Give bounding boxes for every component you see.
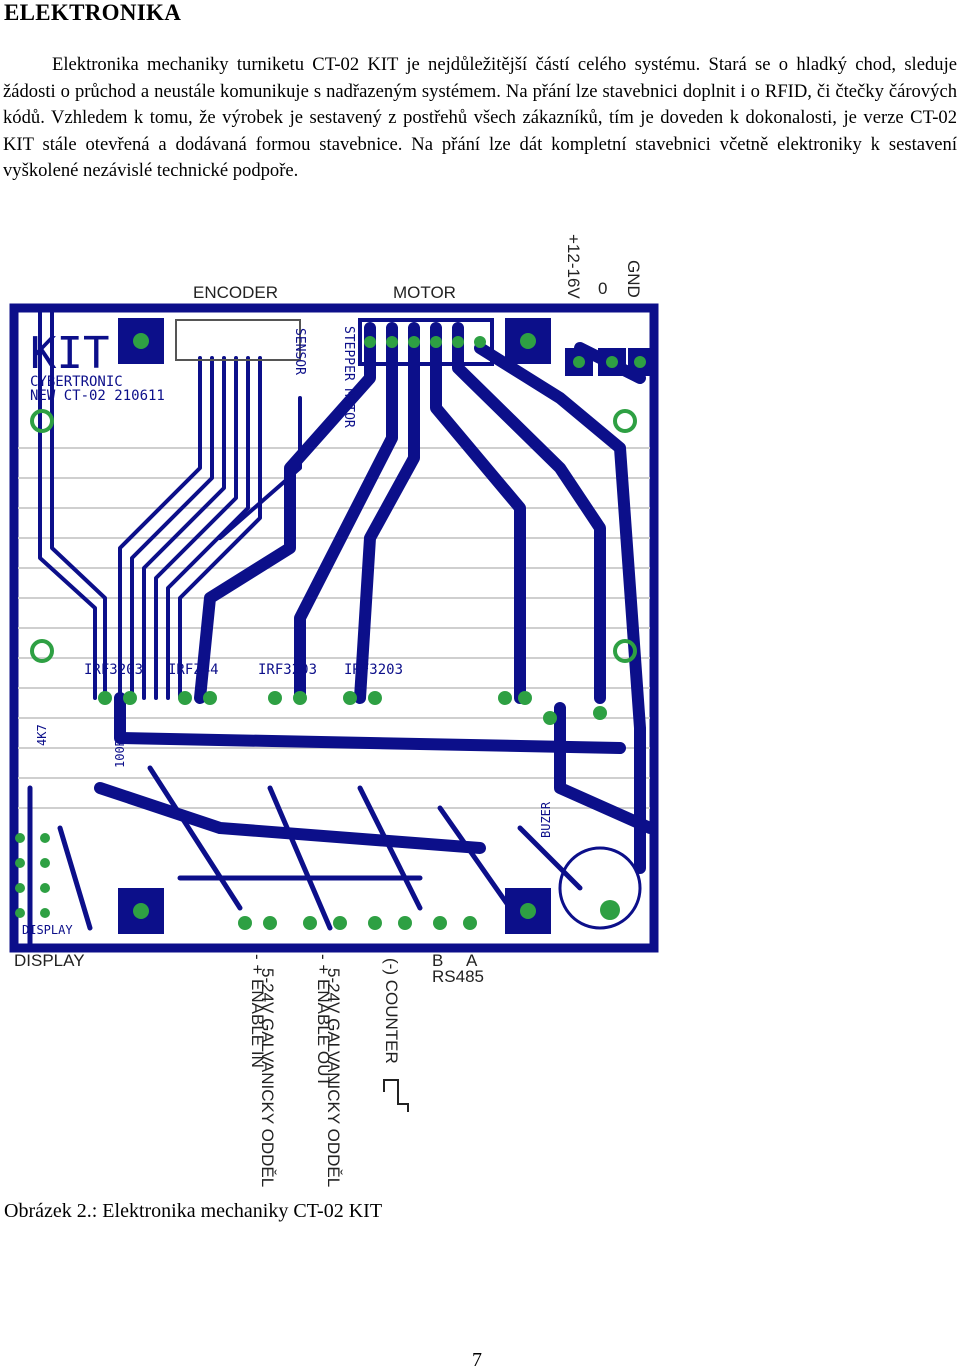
copper-traces <box>27 306 656 951</box>
mounting-holes <box>133 333 536 919</box>
silk-transistor-1: IRF3203 <box>84 662 143 678</box>
body-paragraph: Elektronika mechaniky turniketu CT-02 KI… <box>3 52 957 185</box>
silk-res-100r: 100R <box>113 738 127 768</box>
label-power: +12-16V <box>564 234 583 299</box>
label-enable-in-sub: 5-24V GALVANICKY ODDĚLENÉ <box>258 968 277 1188</box>
page-number: 7 <box>472 1349 482 1371</box>
silk-brand: CYBERTRONIC <box>30 374 123 390</box>
corner-holes <box>30 409 637 663</box>
label-rs485: RS485 <box>432 967 484 986</box>
label-encoder: ENCODER <box>193 283 278 302</box>
paragraph-text: Elektronika mechaniky turniketu CT-02 KI… <box>3 54 957 181</box>
figure-caption: Obrázek 2.: Elektronika mechaniky CT-02 … <box>4 1200 383 1222</box>
display-connector-pads <box>15 833 50 918</box>
label-b: B <box>432 951 443 970</box>
label-enable-out: - + ENABLE OUT <box>314 954 333 1087</box>
label-zero: 0 <box>598 279 607 298</box>
counter-pulse-icon <box>383 1079 409 1112</box>
bottom-connector-pads <box>238 916 477 930</box>
transistor-pads <box>98 691 607 725</box>
silk-transistor-3: IRF3203 <box>258 662 317 678</box>
label-motor: MOTOR <box>393 283 456 302</box>
label-gnd: GND <box>624 260 643 298</box>
silk-buzer: BUZER <box>539 801 553 838</box>
silk-transistor-2: IRFZ44 <box>168 662 219 678</box>
label-display: DISPLAY <box>14 951 85 970</box>
power-holes <box>573 356 646 368</box>
label-enable-out-sub: 5-24V GALVANICKY ODDĚLENÉ <box>324 968 343 1188</box>
silk-sensor: SENSOR <box>292 328 307 375</box>
label-counter: (-) COUNTER <box>382 958 401 1064</box>
silk-kit: KIT <box>30 328 109 379</box>
buzzer-outline <box>558 846 642 930</box>
sensor-connector <box>175 319 301 361</box>
power-pads <box>565 348 652 376</box>
motor-connector <box>358 318 494 366</box>
silk-transistor-4: IRF3203 <box>344 662 403 678</box>
page-heading: ELEKTRONIKA <box>4 0 182 25</box>
silk-board-id: NEW CT-02 210611 <box>30 388 165 404</box>
pcb-figure: KIT CYBERTRONIC NEW CT-02 210611 SENSOR … <box>9 234 659 1188</box>
silk-display: DISPLAY <box>22 923 73 937</box>
silk-res-4k7: 4K7 <box>35 724 49 746</box>
motor-pins <box>364 336 486 348</box>
label-a: A <box>466 951 478 970</box>
label-enable-in: - + ENABLE IN <box>248 954 267 1068</box>
silk-stepper: STEPPER MOTOR <box>341 326 356 428</box>
buzzer-pad <box>600 900 620 920</box>
